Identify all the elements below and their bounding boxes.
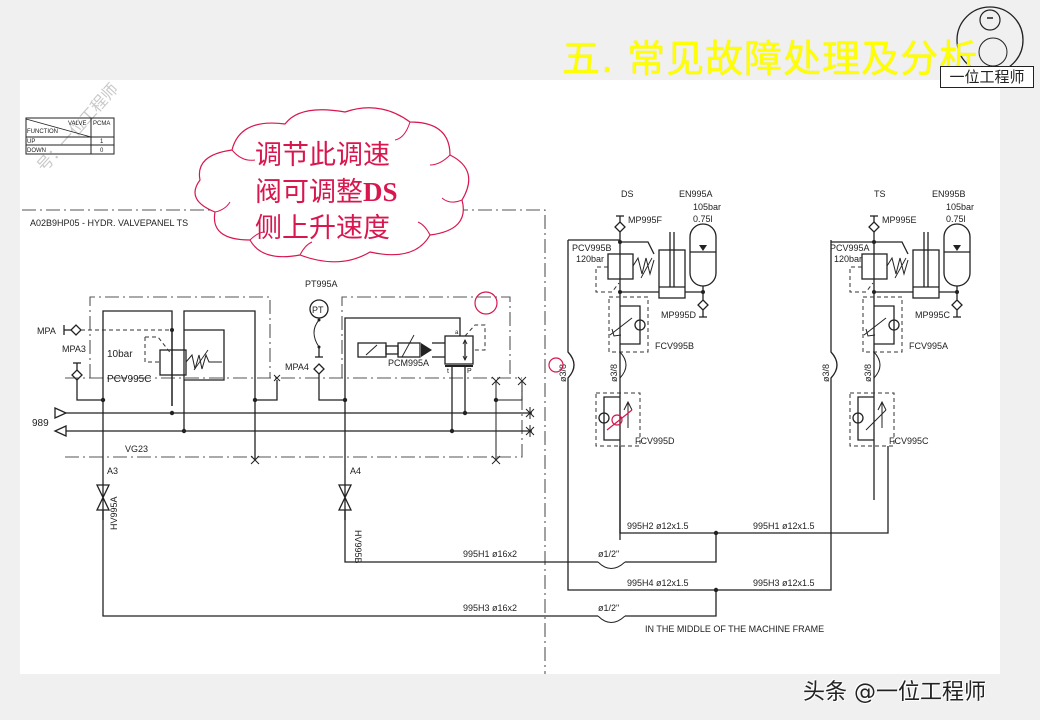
en995a-label: EN995A	[679, 189, 713, 199]
main-lines-989: 989	[32, 374, 535, 465]
ds-label: DS	[621, 189, 634, 199]
callout-line-2: 阀可调整DS	[255, 174, 435, 211]
en995b-volume: 0.75l	[946, 214, 966, 224]
pt995a-label: PT995A	[305, 279, 338, 289]
callout-text: 调节此调速 阀可调整DS 侧上升速度	[255, 138, 435, 247]
machine-frame-note: IN THE MIDDLE OF THE MACHINE FRAME	[645, 624, 824, 634]
pipe-995h2: 995H2 ø12x1.5	[627, 521, 689, 531]
block-vg23: VG23	[65, 296, 523, 458]
fcv995c-label: FCV995C	[889, 436, 929, 446]
ds-hose-inner: ø3/8	[609, 364, 619, 382]
valvepanel-boundary: A02B9HP05 - HYDR. VALVEPANEL TS	[22, 209, 546, 674]
valvepanel-label: A02B9HP05 - HYDR. VALVEPANEL TS	[30, 218, 188, 228]
drawing-sheet	[20, 80, 1000, 674]
test-points-mpa: MPA MPA3	[37, 324, 174, 401]
a4-label: A4	[350, 466, 361, 476]
coupling-half-inch-1: ø1/2"	[598, 549, 619, 559]
table-row-up-value: 1	[100, 139, 104, 145]
callout-cloud	[194, 107, 470, 263]
a3-label: A3	[107, 466, 118, 476]
ds-side-circuit: DS EN995A 105bar 0.75l MP995F PCV995B 12…	[548, 189, 889, 591]
hand-valves: A3 HV995A A4 HV995B 995H1 ø16x2 995H3 ø1…	[95, 466, 598, 617]
mpa4-label: MPA4	[285, 362, 309, 372]
ts-hose-outer: ø3/8	[821, 364, 831, 382]
ts-side-circuit: TS EN995B 105bar 0.75l MP995E PCV995A 12…	[716, 189, 974, 591]
fcv995a-label: FCV995A	[909, 341, 948, 351]
hv995a-label: HV995A	[109, 496, 119, 530]
source-credit: 头条 @一位工程师	[803, 680, 986, 705]
line-label-989: 989	[32, 418, 49, 429]
table-header-function: FUNCTION	[27, 129, 58, 135]
pcv995c-pressure: 10bar	[107, 349, 133, 360]
en995b-label: EN995B	[932, 189, 966, 199]
logo-label: 一位工程师	[940, 66, 1034, 88]
ds-hose-outer: ø3/8	[558, 364, 568, 382]
mp995e-label: MP995E	[882, 215, 917, 225]
mp995c-label: MP995C	[915, 310, 951, 320]
fcv995b-label: FCV995B	[655, 341, 694, 351]
pcv995b-pressure: 120bar	[576, 254, 604, 264]
function-table: VALVE FUNCTION PCMA UP 1 DOWN 0	[25, 117, 115, 155]
pressure-transmitter-pt995a: PT995A PT MPA4	[285, 279, 345, 401]
pcv995a-label: PCV995A	[830, 243, 870, 253]
pipe-995h4: 995H4 ø12x1.5	[627, 578, 689, 588]
pcv995b-label: PCV995B	[572, 243, 612, 253]
fcv995d-label: FCV995D	[635, 436, 675, 446]
ts-label: TS	[874, 189, 886, 199]
en995a-pressure: 105bar	[693, 202, 721, 212]
pipe-995h1-16: 995H1 ø16x2	[463, 549, 517, 559]
pcm995a-valve: a t P PCM995A	[342, 291, 527, 520]
table-row-down-value: 0	[100, 148, 104, 154]
table-row-up-label: UP	[27, 139, 35, 145]
coupling-half-inch-2: ø1/2"	[598, 603, 619, 613]
mpa3-label: MPA3	[62, 344, 86, 354]
pcv995c-valve: 10bar PCV995C	[102, 310, 256, 520]
callout-line-1: 调节此调速	[255, 140, 390, 171]
pcv995a-pressure: 120bar	[834, 254, 862, 264]
ts-hose-inner: ø3/8	[863, 364, 873, 382]
mp995f-label: MP995F	[628, 215, 663, 225]
port-t-label: t	[447, 368, 449, 375]
pipe-995h3-12: 995H3 ø12x1.5	[753, 578, 815, 588]
callout-line-2-prefix: 阀可调整	[255, 177, 363, 208]
frame-pipes: ø1/2" ø1/2" 995H2 ø12x1.5 995H1 ø12x1.5 …	[597, 521, 824, 634]
pipe-995h1-12: 995H1 ø12x1.5	[753, 521, 815, 531]
hv995b-label: HV995B	[353, 530, 363, 564]
mp995d-label: MP995D	[661, 310, 697, 320]
mpa-label: MPA	[37, 326, 56, 336]
callout-line-2-bold: DS	[363, 177, 398, 207]
port-a-label: a	[455, 330, 459, 336]
slide-title: 五. 常见故障处理及分析	[562, 37, 979, 81]
block-label-vg23: VG23	[125, 444, 148, 454]
table-column-pcma: PCMA	[93, 121, 110, 127]
callout-line-3: 侧上升速度	[255, 213, 390, 244]
en995a-volume: 0.75l	[693, 214, 713, 224]
pcv995c-label: PCV995C	[107, 374, 151, 385]
en995b-pressure: 105bar	[946, 202, 974, 212]
pcm995a-label: PCM995A	[388, 358, 429, 368]
pt-symbol: PT	[312, 305, 324, 315]
port-p-label: P	[467, 368, 472, 375]
table-row-down-label: DOWN	[27, 148, 46, 154]
table-header-valve: VALVE	[68, 121, 86, 127]
pipe-995h3-16: 995H3 ø16x2	[463, 603, 517, 613]
